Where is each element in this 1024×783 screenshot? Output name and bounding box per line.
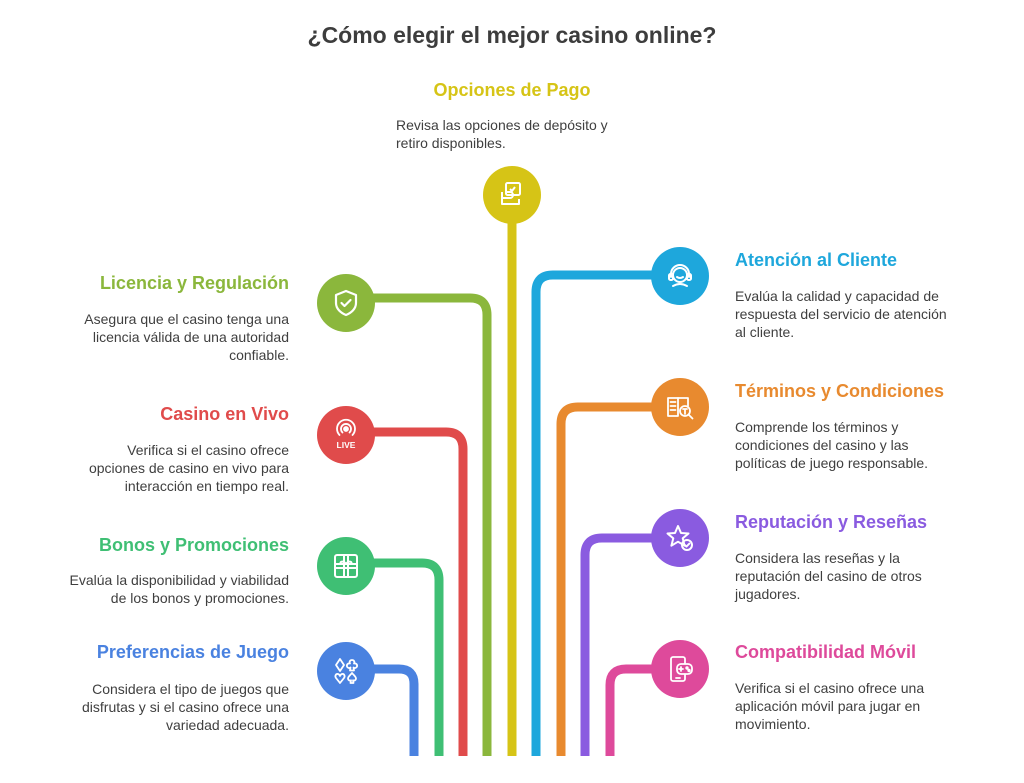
heading-opciones-de-pago: Opciones de Pago: [433, 80, 591, 100]
desc-line: al cliente.: [735, 324, 795, 340]
mobile-gamepad-icon: [670, 656, 693, 682]
heading-preferencias-de-juego: Preferencias de Juego: [96, 642, 289, 662]
heading-reputacion-y-resenas: Reputación y Reseñas: [735, 512, 928, 532]
desc-line: movimiento.: [735, 716, 811, 732]
desc-line: de los bonos y promociones.: [110, 590, 289, 606]
desc-line: Evalúa la disponibilidad y viabilidad: [69, 572, 289, 588]
desc-line: condiciones del casino y las: [735, 437, 909, 453]
heading-licencia-y-regulacion: Licencia y Regulación: [99, 273, 289, 293]
desc-line: opciones de casino en vivo para: [88, 460, 289, 476]
desc-casino-en-vivo: Verifica si el casino ofrece opciones de…: [29, 441, 289, 495]
circle-terminos-y-condiciones: [651, 378, 709, 436]
heading-atencion-al-cliente: Atención al Cliente: [735, 250, 898, 270]
heading-compatibilidad-movil: Compatibilidad Móvil: [735, 642, 917, 662]
desc-line: respuesta del servicio de atención: [735, 306, 947, 322]
heading-bonos-y-promociones: Bonos y Promociones: [98, 535, 289, 555]
circle-compatibilidad-movil: [651, 640, 709, 698]
desc-bonos-y-promociones: Evalúa la disponibilidad y viabilidad de…: [29, 571, 289, 607]
live-label: LIVE: [337, 440, 356, 450]
desc-line: disfrutas y si el casino ofrece una: [82, 699, 289, 715]
circle-preferencias-de-juego: [317, 642, 375, 700]
desc-preferencias-de-juego: Considera el tipo de juegos que disfruta…: [29, 680, 289, 734]
connector-preferencias: [372, 664, 419, 756]
desc-line: variedad adecuada.: [166, 717, 289, 733]
card-suits-icon: [334, 658, 358, 684]
desc-line: Considera el tipo de juegos que: [92, 681, 289, 697]
desc-opciones-de-pago: Revisa las opciones de depósito y retiro…: [396, 116, 636, 152]
document-search-icon: [667, 397, 694, 420]
heading-casino-en-vivo: Casino en Vivo: [160, 404, 289, 424]
desc-reputacion-y-resenas: Considera las reseñas y la reputación de…: [735, 549, 995, 603]
desc-line: aplicación móvil para jugar en: [735, 698, 921, 714]
connector-movil: [605, 664, 652, 756]
desc-line: confiable.: [229, 347, 289, 363]
desc-line: reputación del casino de otros: [735, 568, 922, 584]
desc-compatibilidad-movil: Verifica si el casino ofrece una aplicac…: [735, 679, 995, 733]
page-title: ¿Cómo elegir el mejor casino online?: [307, 22, 717, 48]
desc-line: Asegura que el casino tenga una: [84, 311, 289, 327]
desc-line: Considera las reseñas y la: [735, 550, 900, 566]
heading-terminos-y-condiciones: Términos y Condiciones: [735, 381, 945, 401]
connector-vivo: [372, 427, 468, 756]
live-broadcast-icon: LIVE: [336, 418, 356, 450]
connector-terminos: [556, 402, 652, 756]
desc-line: políticas de juego responsable.: [735, 455, 929, 471]
circle-atencion-al-cliente: [651, 247, 709, 305]
desc-atencion-al-cliente: Evalúa la calidad y capacidad de respues…: [735, 287, 995, 341]
shield-check-icon: [334, 289, 358, 317]
desc-licencia-y-regulacion: Asegura que el casino tenga una licencia…: [29, 310, 289, 364]
headset-icon: [668, 264, 692, 287]
desc-line: Verifica si el casino ofrece una: [735, 680, 925, 696]
gift-icon: [334, 554, 358, 578]
connector-bonos: [372, 558, 444, 756]
desc-line: licencia válida de una autoridad: [92, 329, 289, 345]
desc-line: Comprende los términos y: [735, 419, 899, 435]
connector-licencia: [372, 293, 492, 756]
star-check-icon: [666, 525, 693, 551]
circle-licencia-y-regulacion: [317, 274, 375, 332]
circle-casino-en-vivo: LIVE: [317, 406, 375, 464]
desc-line: Verifica si el casino ofrece: [127, 442, 289, 458]
connector-reputacion: [580, 533, 652, 756]
circle-bonos-y-promociones: [317, 537, 375, 595]
desc-line: Revisa las opciones de depósito y: [396, 117, 608, 133]
circle-opciones-de-pago: [483, 166, 541, 224]
desc-line: interacción en tiempo real.: [124, 478, 289, 494]
desc-line: jugadores.: [735, 586, 801, 602]
desc-line: Evalúa la calidad y capacidad de: [735, 288, 939, 304]
wallet-card-icon: [501, 182, 521, 205]
desc-line: retiro disponibles.: [396, 135, 506, 151]
connector-atencion: [531, 270, 652, 756]
circle-reputacion-y-resenas: [651, 509, 709, 567]
desc-terminos-y-condiciones: Comprende los términos y condiciones del…: [735, 418, 995, 472]
